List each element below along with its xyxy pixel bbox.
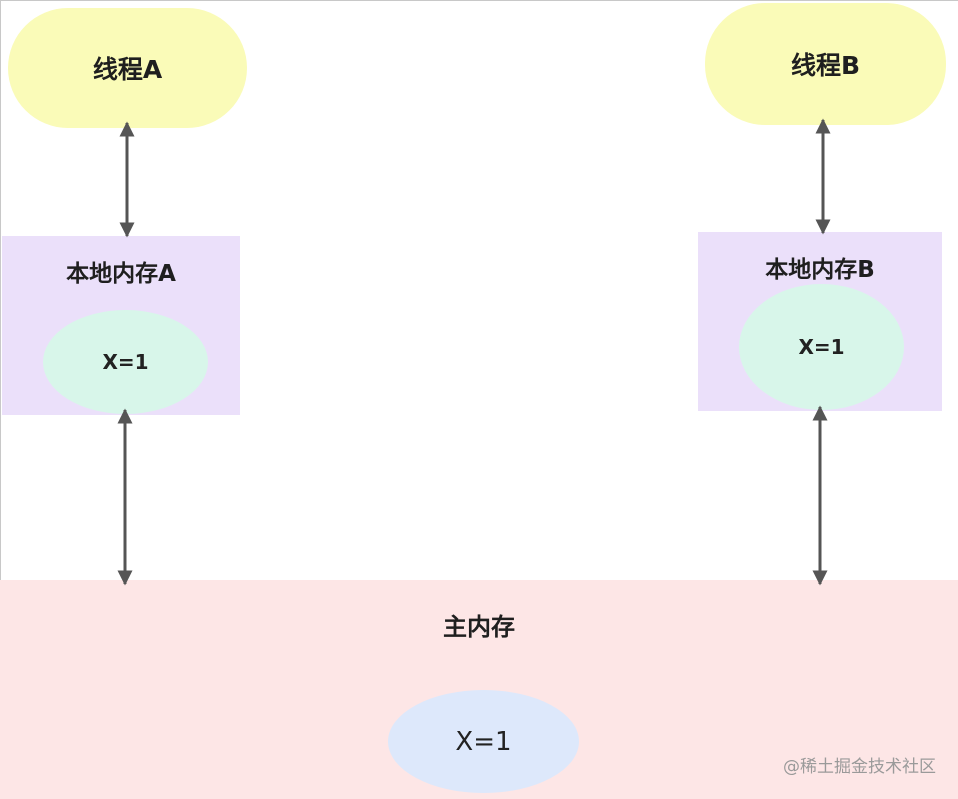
thread-a-label: 线程A: [92, 55, 163, 84]
frame-border-left: [0, 0, 1, 799]
local-memory-a-title: 本地内存A: [66, 261, 176, 287]
thread-b-node: 线程B: [705, 3, 946, 125]
local-memory-a: 本地内存A X=1: [2, 236, 240, 415]
local-memory-b-value-text: X=1: [798, 335, 845, 359]
thread-b-label: 线程B: [790, 51, 861, 80]
local-memory-b-value: X=1: [739, 284, 904, 410]
main-memory-value: X=1: [388, 690, 579, 793]
main-memory-title: 主内存: [443, 613, 515, 641]
local-memory-a-value: X=1: [43, 310, 208, 414]
frame-border-top: [0, 0, 958, 1]
main-memory: 主内存 X=1: [0, 580, 958, 799]
local-memory-b-title: 本地内存B: [765, 257, 875, 283]
local-memory-b: 本地内存B X=1: [698, 232, 942, 411]
thread-a-node: 线程A: [8, 8, 247, 128]
main-memory-value-text: X=1: [455, 726, 512, 757]
local-memory-a-value-text: X=1: [102, 350, 149, 374]
watermark-text: @稀土掘金技术社区: [783, 757, 936, 777]
